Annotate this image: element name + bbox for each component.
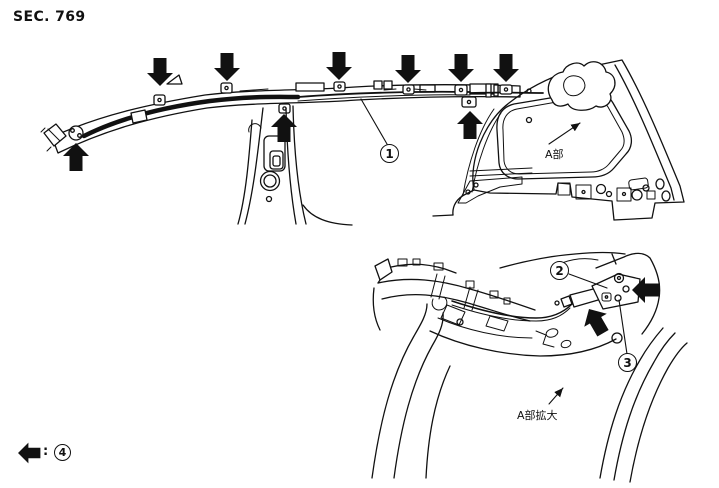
airbag-end-hook [547, 61, 616, 111]
b-pillar [237, 105, 353, 226]
callout-4-bolt-legend: 4 [54, 444, 71, 461]
quarter-panel [432, 59, 685, 221]
leader-line-2 [568, 273, 608, 289]
tube-left-end-fitting [40, 74, 183, 152]
roof-side-rail [51, 80, 532, 154]
quarter-window [496, 90, 633, 180]
fastener-arrow-icon [447, 53, 475, 83]
curtain-tube-detail [451, 300, 573, 322]
leader-line-3 [618, 299, 628, 355]
fastener-arrow-icon [456, 110, 484, 140]
region-a-enlarged-label: A部拡大 [517, 409, 558, 422]
fastener-arrow-icon [325, 51, 353, 81]
fastener-arrow-icon [213, 52, 241, 82]
c-pillar-trim [371, 303, 688, 483]
region-a-label: A部 [545, 148, 564, 161]
fastener-arrow-icon [492, 53, 520, 83]
mounting-clips [153, 81, 513, 114]
detail-roof-rail-stub [372, 251, 626, 331]
legend-arrow-icon [17, 442, 41, 464]
callout-2-inflator: 2 [550, 261, 569, 280]
fastener-arrow-icon [394, 54, 422, 84]
region-a-arrow-icon [548, 122, 581, 145]
leader-line-1 [360, 98, 388, 145]
legend-separator: : [43, 444, 49, 459]
region-a-enlarged-arrow-icon [548, 387, 564, 405]
callout-3-clip: 3 [618, 353, 637, 372]
section-number-label: SEC. 769 [13, 9, 86, 25]
callout-1-airbag-assembly: 1 [380, 144, 399, 163]
